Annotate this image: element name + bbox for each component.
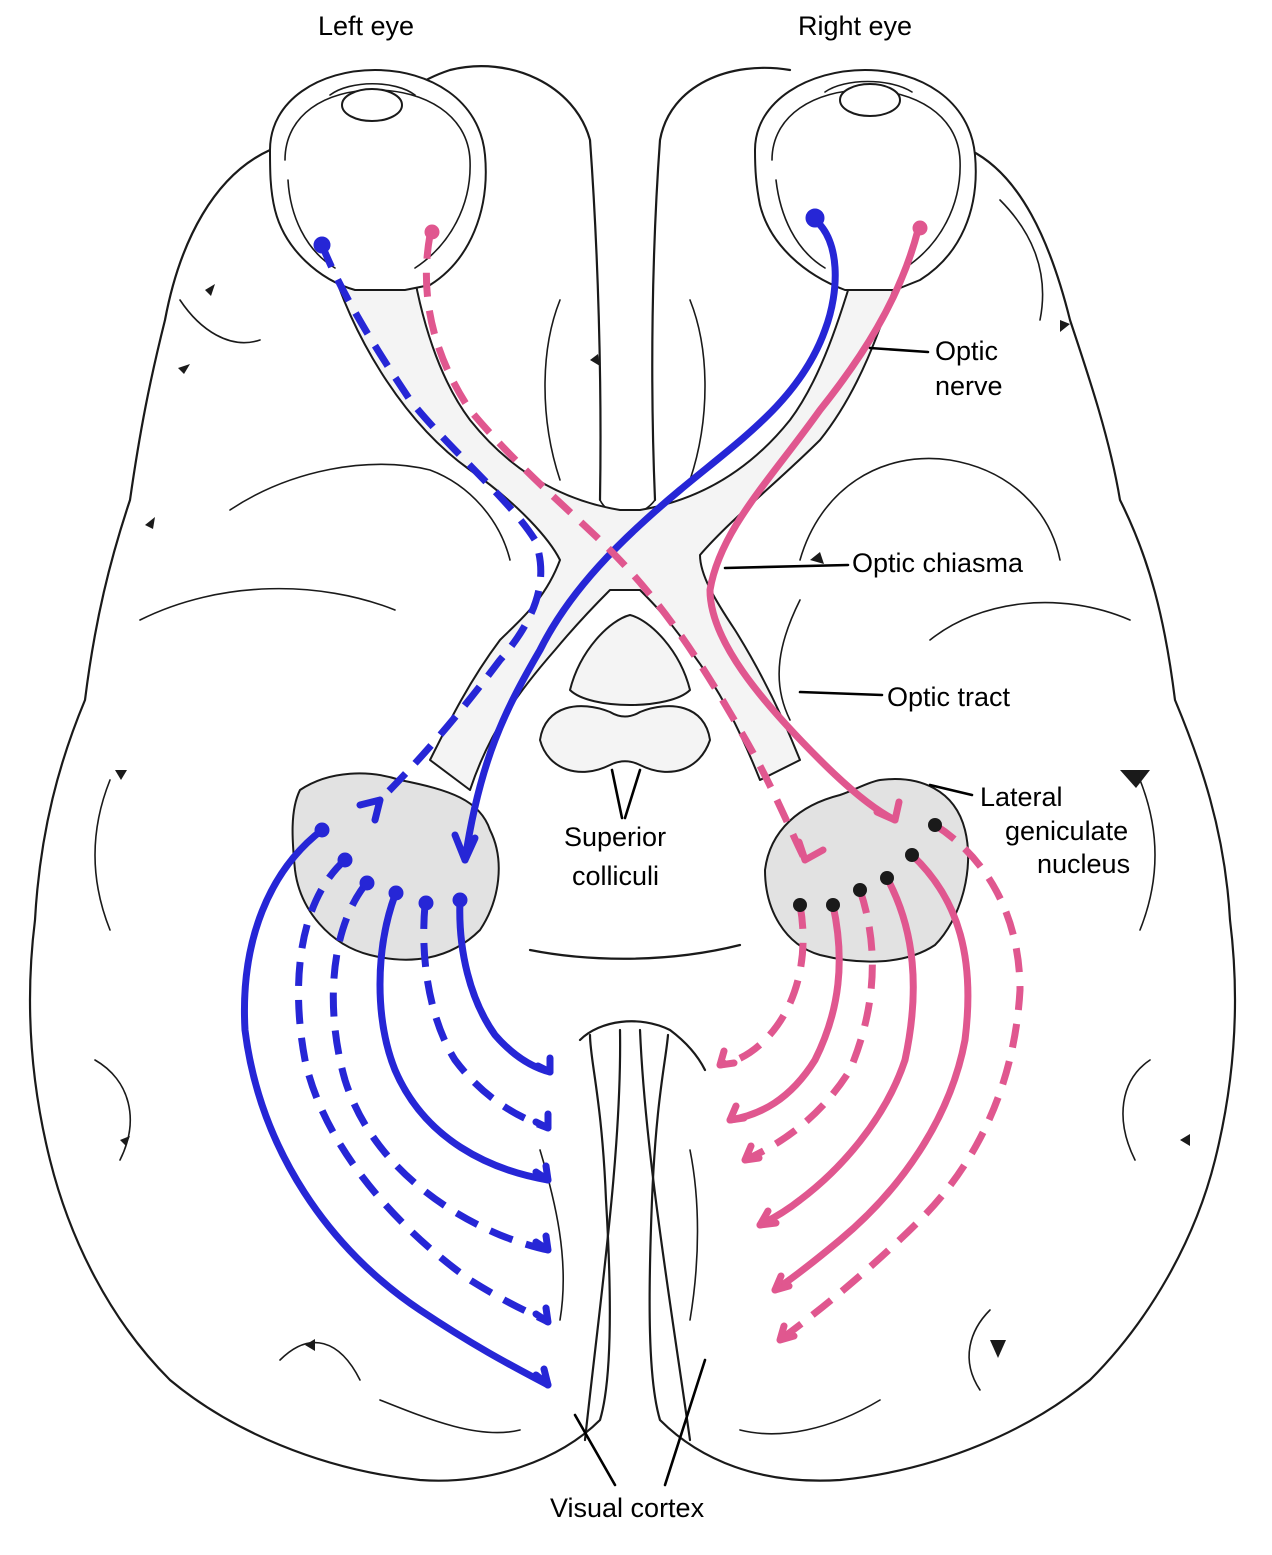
labels: Left eye Right eye Optic nerve Optic chi…	[318, 11, 1130, 1523]
blue-fibers	[240, 208, 839, 1389]
pink-radiation-5	[726, 901, 843, 1124]
optic-nerve-leader	[868, 346, 930, 354]
infundibulum	[569, 614, 691, 706]
blue-radiation-6	[456, 896, 554, 1076]
label-right-eye: Right eye	[798, 11, 912, 41]
left-eye	[268, 68, 487, 291]
blue-radiation-5	[420, 904, 550, 1132]
leader-lines	[573, 346, 974, 1487]
blue-radiation-2	[295, 857, 550, 1326]
label-optic-tract: Optic tract	[887, 682, 1011, 712]
optic-pathway-structure	[291, 249, 970, 963]
right-lgn	[763, 778, 970, 963]
brainstem-outline	[528, 943, 742, 960]
label-visual-cortex: Visual cortex	[550, 1493, 705, 1523]
pink-radiation-1	[777, 822, 1024, 1343]
visual-cortex-leader-left	[573, 1413, 617, 1487]
label-optic-nerve-line2: nerve	[935, 371, 1003, 401]
label-optic-nerve-line1: Optic	[935, 336, 998, 366]
pink-crossing-fiber	[422, 234, 809, 862]
blue-radiation-3	[329, 882, 549, 1254]
label-sup-coll-line2: colliculi	[572, 861, 659, 891]
pink-radiation-2	[771, 851, 972, 1294]
optic-tract-leader	[798, 690, 884, 697]
blue-radiation-1	[240, 826, 552, 1389]
left-hemisphere-outline	[28, 65, 612, 1482]
left-optic-nerve	[329, 249, 901, 791]
pink-uncrossed-fiber	[706, 226, 922, 824]
label-left-eye: Left eye	[318, 11, 414, 41]
left-lgn	[291, 772, 500, 961]
pink-radiation-3	[756, 874, 917, 1229]
right-lens	[839, 83, 901, 117]
label-optic-chiasma: Optic chiasma	[852, 548, 1024, 578]
pink-fibers	[422, 220, 1024, 1344]
brain-outline	[28, 65, 1237, 1482]
right-eye	[753, 68, 977, 291]
blue-radiation-4	[376, 891, 552, 1184]
pink-radiation-6	[719, 904, 807, 1069]
left-lens	[341, 88, 403, 122]
visual-cortex-leader-right	[663, 1358, 707, 1487]
lgn-leader	[928, 783, 974, 797]
sup-coll-leader-2	[623, 768, 642, 820]
right-hemisphere-outline	[648, 66, 1237, 1482]
label-sup-coll-line1: Superior	[564, 822, 666, 852]
blue-uncrossed-fiber	[318, 243, 545, 803]
blue-crossing-fiber	[461, 216, 839, 864]
label-lgn-line3: nucleus	[1037, 849, 1130, 879]
superior-colliculi	[539, 705, 711, 773]
label-lgn-line1: Lateral	[980, 782, 1063, 812]
optic-chiasma-leader	[723, 563, 850, 570]
sup-coll-leader-1	[610, 768, 624, 820]
pink-radiation-4	[743, 888, 876, 1164]
label-lgn-line2: geniculate	[1005, 816, 1128, 846]
